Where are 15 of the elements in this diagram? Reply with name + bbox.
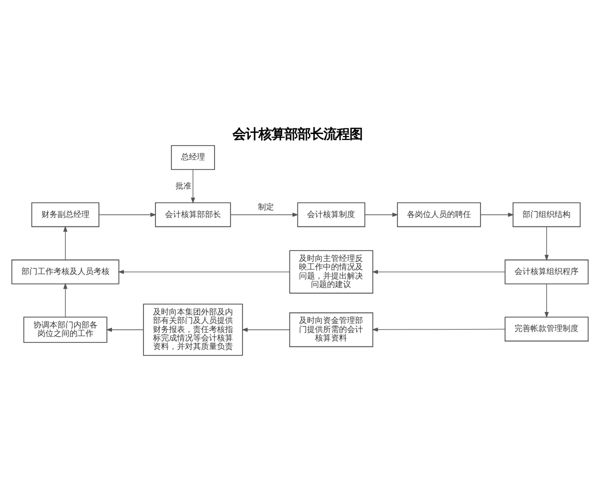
arrow [98,212,156,216]
arrow [480,212,514,216]
arrow [190,168,196,204]
diagram-title: 会计核算部部长流程图 [232,126,363,142]
arrow [230,212,298,216]
arrow [372,327,506,332]
arrow [544,283,549,318]
arrow [544,226,549,260]
arrow [364,212,398,216]
arrow [372,269,506,274]
arrow [118,269,290,274]
arrow [106,327,144,332]
arrow [63,282,68,317]
arrow [242,327,290,332]
arrow [63,225,68,260]
